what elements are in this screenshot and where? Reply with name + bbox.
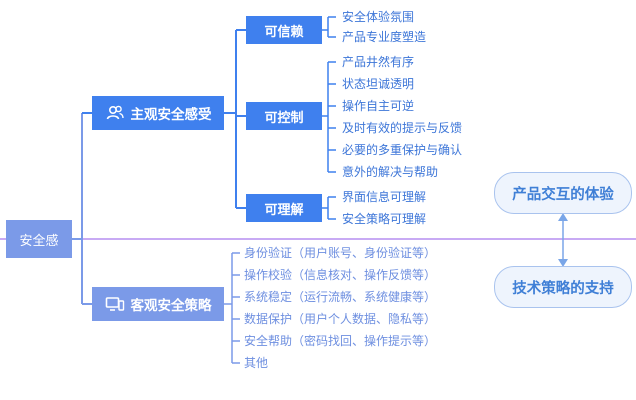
objective-label: 客观安全策略 xyxy=(130,298,212,314)
arrow-up-head xyxy=(558,213,568,221)
group-understandable[interactable]: 可理解 xyxy=(246,194,322,222)
subjective-label: 主观安全感受 xyxy=(130,107,212,123)
list-item: 及时有效的提示与反馈 xyxy=(342,121,463,135)
objective-node[interactable]: 客观安全策略 xyxy=(92,287,224,321)
group-label: 可理解 xyxy=(264,202,304,218)
list-item: 数据保护（用户个人数据、隐私等） xyxy=(244,312,437,326)
group3-bracket xyxy=(322,196,336,220)
list-item: 产品专业度塑造 xyxy=(342,30,427,44)
list-item: 系统稳定（运行流畅、系统健康等） xyxy=(244,290,437,304)
list-item: 状态坦诚透明 xyxy=(342,77,415,91)
monitor-phone-icon xyxy=(105,294,125,314)
list-item: 操作自主可逆 xyxy=(342,99,415,113)
list-item: 身份验证（用户账号、身份验证等） xyxy=(244,246,437,260)
group-controllable[interactable]: 可控制 xyxy=(246,102,322,130)
tech-strategy-pill[interactable]: 技术策略的支持 xyxy=(494,266,632,308)
list-item: 其他 xyxy=(244,356,269,370)
subjective-node[interactable]: 主观安全感受 xyxy=(92,96,224,130)
root-label: 安全感 xyxy=(19,233,59,249)
group-label: 可控制 xyxy=(264,110,304,126)
list-item: 界面信息可理解 xyxy=(342,190,427,204)
root-node[interactable]: 安全感 xyxy=(6,220,72,258)
group1-bracket xyxy=(322,16,336,38)
list-item: 操作校验（信息核对、操作反馈等） xyxy=(244,268,437,282)
list-item: 安全体验氛围 xyxy=(342,10,415,24)
arrow-down-head xyxy=(558,259,568,267)
objective-bracket xyxy=(224,252,240,364)
pill-label: 技术策略的支持 xyxy=(512,280,614,297)
list-item: 安全策略可理解 xyxy=(342,212,427,226)
list-item: 安全帮助（密码找回、操作提示等） xyxy=(244,334,437,348)
group2-bracket xyxy=(322,61,336,173)
list-item: 产品井然有序 xyxy=(342,55,415,69)
list-item: 必要的多重保护与确认 xyxy=(342,143,463,157)
users-icon xyxy=(105,103,125,123)
pill-label: 产品交互的体验 xyxy=(512,186,614,203)
group-trustworthy[interactable]: 可信赖 xyxy=(246,16,322,44)
list-item: 意外的解决与帮助 xyxy=(342,165,439,179)
group-label: 可信赖 xyxy=(264,24,304,40)
product-interaction-pill[interactable]: 产品交互的体验 xyxy=(494,172,632,214)
